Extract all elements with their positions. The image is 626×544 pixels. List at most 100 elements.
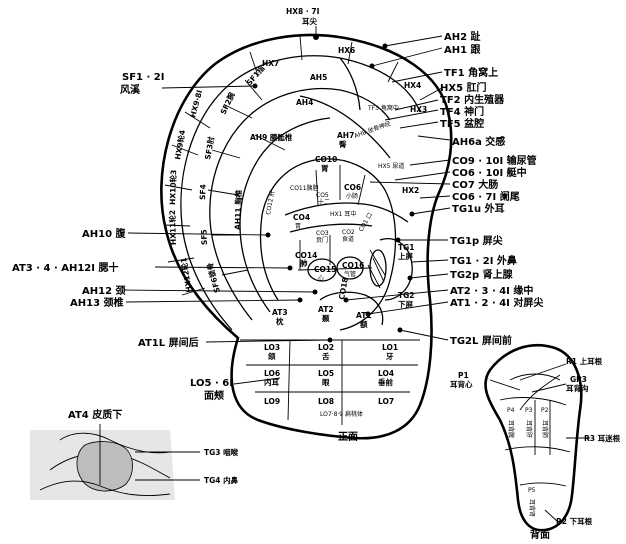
zone-lo8: LO8 — [318, 397, 334, 406]
zone-hx2: HX2 — [402, 186, 419, 195]
zone-co6: CO6 — [344, 183, 361, 192]
zone-tg2-name: 下屏 — [398, 300, 413, 309]
label-hx8-7: HX8 · 7I — [286, 7, 320, 16]
label-p4b: 耳背脾 — [507, 420, 515, 438]
concha-ovals — [307, 249, 387, 289]
label-at4: AT4 皮质下 — [68, 408, 122, 421]
label-tg2p: TG2p 肾上腺 — [450, 268, 514, 281]
zone-hx12-1: HX12轮1 — [178, 257, 194, 293]
external-labels: HX8 · 7I 耳尖 AH2 趾 AH1 跟 TF1 角窝上 HX5 肛门 T… — [12, 7, 543, 443]
zone-hx11-2: HX11轮2 — [167, 210, 178, 246]
zone-hx4: HX4 — [404, 81, 421, 90]
label-lo5-6a: LO5 · 6I — [190, 378, 233, 389]
label-hx5: HX5 肛门 — [440, 81, 487, 94]
zone-lo7: LO7 — [378, 397, 394, 406]
label-at1-2: AT1 · 2 · 4I 对屏尖 — [450, 296, 543, 309]
label-co9: CO9 · 10I 输尿管 — [452, 154, 537, 167]
zone-at1-name: 额 — [360, 319, 368, 329]
label-p3b: 耳背肝 — [525, 420, 533, 438]
label-at1l: AT1L 屏间后 — [138, 336, 199, 349]
zone-sf5: SF5 — [199, 229, 209, 245]
front-ear-outline — [160, 33, 453, 440]
zone-lo2-name: 舌 — [322, 351, 330, 361]
zone-tg1: TG1 — [398, 243, 415, 252]
zone-hx3: HX3 — [410, 105, 427, 114]
zone-co1: CO1 口 — [358, 212, 374, 233]
label-ah13: AH13 颈椎 — [70, 296, 124, 309]
zone-at3-name: 枕 — [276, 316, 284, 326]
zone-co18: CO18 — [337, 277, 350, 301]
label-tg1p: TG1p 屏尖 — [450, 234, 503, 247]
zone-co16-name: 气管 — [344, 270, 356, 278]
zone-hx5b: HX5 尿道 — [378, 162, 404, 170]
zone-lo6: LO6 — [264, 369, 280, 378]
label-co6-10: CO6 · 10I 艇中 — [452, 166, 527, 179]
zone-co15-name: 心 — [318, 275, 324, 282]
zone-sf4: SF4 — [198, 184, 208, 200]
zone-ah5: AH5 — [310, 73, 327, 82]
inset-cross-section: AT4 皮质下 TG3 咽喉 TG4 内鼻 — [30, 408, 239, 500]
label-sf1-2: SF1 · 2I — [122, 72, 164, 83]
label-tg2l: TG2L 屏间前 — [450, 334, 512, 347]
leader-lines — [123, 26, 451, 385]
zone-co2: CO2 — [342, 229, 355, 236]
zone-ah11: AH11 胸椎 — [232, 189, 243, 230]
zone-lo4-name: 垂前 — [378, 377, 393, 387]
zone-hx10-3: HX10轮3 — [167, 170, 178, 206]
zone-tg1-name: 上屏 — [398, 251, 413, 261]
zone-lo3: LO3 — [264, 343, 280, 352]
helix-dividers — [163, 35, 399, 296]
label-tg4: TG4 内鼻 — [204, 475, 239, 485]
label-grp3a: GP3 — [570, 375, 587, 384]
zone-lo1: LO1 — [382, 343, 398, 352]
zone-at1: AT1 — [356, 311, 372, 320]
zone-sf2: SF2腕 — [218, 90, 237, 116]
label-ear-apex: 耳尖 — [302, 16, 317, 26]
label-tf4: TF4 神门 — [440, 105, 484, 118]
zone-hx1: HX1 耳中 — [330, 210, 356, 218]
label-r3: R3 耳迷根 — [584, 433, 621, 443]
zone-lo9: LO9 — [264, 397, 280, 406]
label-p5a: P5 — [528, 487, 536, 494]
zone-co10-name: 胃 — [321, 164, 329, 173]
label-co6-7: CO6 · 7I 阑尾 — [452, 190, 520, 203]
label-p2a: P2 — [541, 407, 549, 414]
zone-co14: CO14 — [295, 251, 317, 260]
zone-ah8: AH8 坐骨神经 — [353, 119, 392, 140]
zone-co14-name: 肺 — [300, 258, 308, 268]
label-ah12: AH12 颈 — [82, 285, 126, 297]
zone-hx6: HX6 — [338, 46, 355, 55]
zone-co2-name: 食道 — [342, 235, 354, 243]
zone-ah9: AH9 腰骶椎 — [250, 132, 293, 142]
zone-lo6-name: 内耳 — [264, 377, 279, 387]
zone-hx7: HX7 — [262, 59, 279, 68]
zone-lo4: LO4 — [378, 369, 394, 378]
label-co7: CO7 大肠 — [452, 178, 498, 191]
zone-at2-name: 颞 — [321, 314, 330, 323]
zone-co5: CO5 — [316, 192, 329, 199]
label-ah6a: AH6a 交感 — [452, 135, 505, 148]
zone-co5-name: 十二 — [318, 198, 330, 206]
label-at3-4: AT3 · 4 · AH12I 腮十 — [12, 261, 118, 274]
label-p3a: P3 — [525, 407, 533, 414]
label-p1b: 耳背心 — [450, 379, 473, 389]
zone-co3-name: 贲门 — [316, 236, 328, 244]
zone-at3: AT3 — [272, 308, 288, 317]
zone-hx9-8: HX9·8I — [188, 89, 204, 119]
label-front: 正面 — [338, 431, 358, 443]
label-at2-3: AT2 · 3 · 4I 缘中 — [450, 284, 533, 297]
zone-sf6: SF6锁骨 — [204, 261, 222, 294]
label-grp3b: 耳背沟 — [566, 383, 589, 393]
label-tg1u: TG1u 外耳 — [452, 202, 505, 215]
label-p1a: P1 — [458, 371, 469, 380]
label-tg1-2: TG1 · 2I 外鼻 — [450, 254, 517, 267]
label-r2: R2 下耳根 — [556, 516, 593, 526]
zone-tf3: TF3 角窝中 — [367, 104, 399, 112]
label-ah2: AH2 趾 — [444, 30, 481, 43]
zone-lo3-name: 颌 — [268, 351, 276, 361]
label-tf1: TF1 角窝上 — [444, 66, 498, 79]
label-tf5: TF5 盆腔 — [440, 117, 484, 130]
zone-lo5: LO5 — [318, 369, 334, 378]
